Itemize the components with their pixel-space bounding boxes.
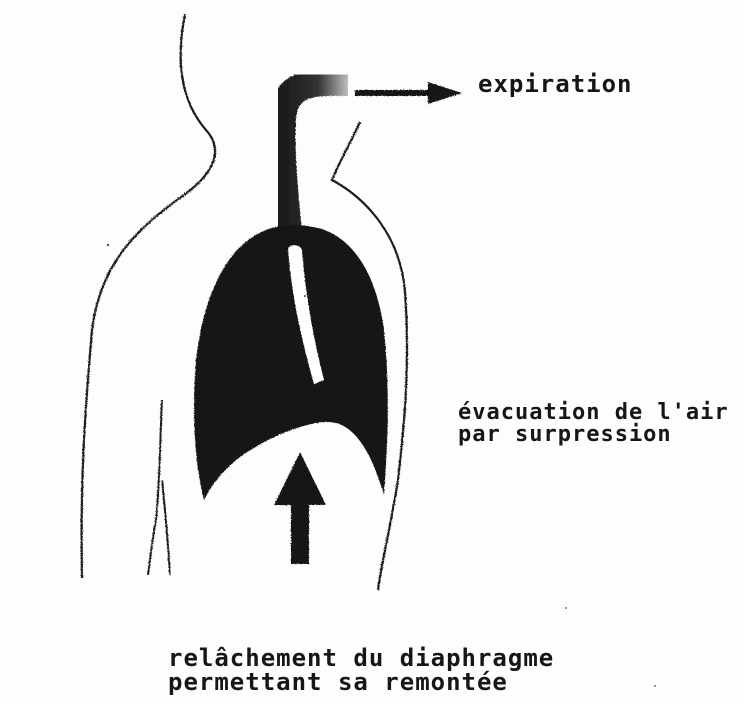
label-relachement: relâchement du diaphragme permettant sa … bbox=[168, 646, 554, 695]
label-evacuation-line2: par surpression bbox=[458, 424, 729, 446]
body-outline-lower-left-b bbox=[162, 480, 170, 575]
body-outline-left bbox=[82, 14, 215, 578]
body-outline-lower-left-a bbox=[148, 400, 162, 575]
label-evacuation-line1: évacuation de l'air bbox=[458, 402, 729, 424]
scan-speck bbox=[565, 607, 567, 609]
scan-speck bbox=[107, 244, 109, 246]
diaphragm-arrow bbox=[274, 452, 326, 564]
scan-speck bbox=[304, 295, 306, 297]
label-expiration-text: expiration bbox=[478, 72, 633, 96]
trachea-tube bbox=[281, 82, 348, 232]
label-expiration: expiration bbox=[478, 72, 633, 96]
label-evacuation: évacuation de l'air par surpression bbox=[458, 402, 729, 447]
expiration-arrow bbox=[355, 82, 462, 104]
scan-speck bbox=[654, 685, 656, 687]
label-relachement-line2: permettant sa remontée bbox=[168, 670, 554, 694]
label-relachement-line1: relâchement du diaphragme bbox=[168, 646, 554, 670]
